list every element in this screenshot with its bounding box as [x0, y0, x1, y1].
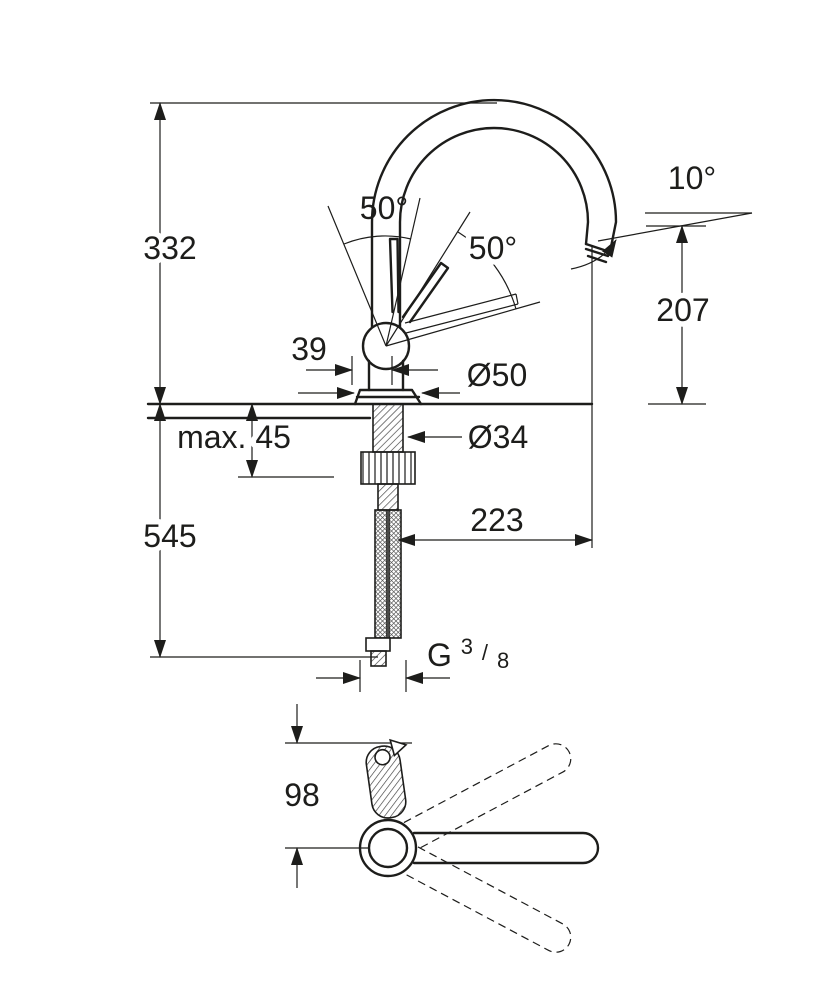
dimension-dia50: Ø50	[298, 357, 527, 399]
thread-letter: G	[427, 637, 452, 673]
mounting-nut	[360, 451, 416, 485]
handle-lever-upright	[388, 237, 400, 314]
lower-shank	[377, 483, 399, 511]
dimension-max45: max. 45	[172, 403, 334, 478]
spout-top-view-solid	[412, 831, 600, 865]
dimension-545: 545	[138, 403, 378, 658]
dimension-207: 207	[646, 225, 715, 405]
hose-connector-nut	[365, 637, 391, 652]
angle-indications: 50° 50° 10°	[327, 160, 753, 347]
hose-connector-thread	[370, 650, 387, 667]
dim-label-207: 207	[656, 292, 709, 328]
ball-joint	[361, 321, 411, 371]
angle-50-swivel-lines	[385, 211, 541, 347]
dim-label-332: 332	[143, 230, 196, 266]
handle-lever-range	[404, 293, 519, 334]
dim-label-98: 98	[284, 777, 320, 813]
dim-label-dia50: Ø50	[467, 357, 527, 393]
base-escutcheon	[353, 388, 423, 406]
dimension-dia34: Ø34	[407, 419, 528, 455]
dimension-223: 223	[397, 246, 593, 548]
mounting-shank	[372, 403, 404, 453]
dim-label-223: 223	[470, 502, 523, 538]
thread-denominator: 8	[497, 648, 509, 673]
dim-label-545: 545	[143, 518, 196, 554]
supply-hose-right	[388, 509, 402, 639]
spout-top-view-range-up	[403, 743, 572, 850]
angle-50-tilt-arc	[343, 235, 412, 245]
dim-label-g38: G 3 / 8	[427, 625, 509, 673]
handle-top-view-tip	[389, 738, 408, 758]
dim-label-10: 10°	[668, 160, 716, 196]
dim-label-50-tilt: 50°	[360, 190, 408, 226]
handle-top-view	[365, 738, 408, 819]
angle-10-slope-line	[597, 212, 753, 242]
spout-rotation-arrow	[570, 239, 617, 270]
handle-top-view-cap	[374, 748, 391, 766]
dimension-thread-g38: G 3 / 8	[316, 625, 509, 692]
spout-inner-outline	[398, 126, 590, 329]
dim-label-50-swivel: 50°	[469, 230, 517, 266]
main-view	[146, 98, 618, 667]
dimension-332: 332	[138, 102, 497, 405]
dim-label-39: 39	[291, 331, 327, 367]
body-inner-circle	[367, 827, 409, 869]
dim-label-max45: max. 45	[177, 419, 291, 455]
dimension-39: 39	[291, 331, 438, 385]
angle-50-tilt-lines	[327, 197, 421, 347]
dimensions: 332 545 max. 45 39 Ø50	[138, 102, 715, 888]
dimension-98: 98	[284, 704, 412, 888]
spout-outer-outline	[370, 98, 618, 329]
spout-top-view-range-down	[403, 846, 572, 953]
thread-numerator: 3	[461, 634, 473, 659]
dim-label-dia34: Ø34	[468, 419, 528, 455]
angle-50-swivel-arc	[457, 231, 517, 310]
handle-top-view-body	[365, 745, 407, 819]
supply-hose-left	[374, 509, 388, 639]
body-outer-circle	[358, 818, 418, 878]
top-view	[358, 738, 600, 953]
thread-slash: /	[482, 640, 489, 665]
